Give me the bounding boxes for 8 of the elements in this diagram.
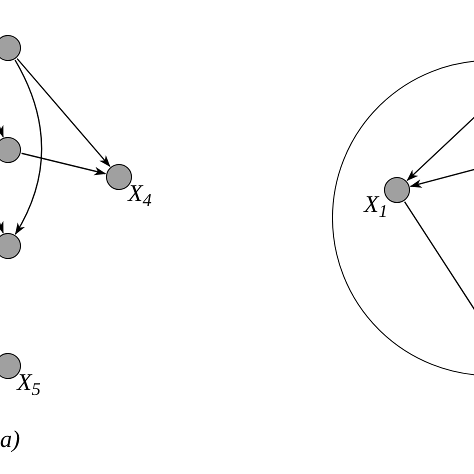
- node-label: X$_{1}$: [364, 193, 388, 217]
- arrow: [16, 58, 110, 168]
- arrow: [21, 152, 106, 176]
- panel-label: a): [0, 428, 20, 452]
- arrow: [410, 167, 474, 188]
- node-label: X$_{5}$: [17, 371, 41, 395]
- node-label: X$_{4}$: [128, 182, 152, 206]
- arrow: [14, 60, 42, 235]
